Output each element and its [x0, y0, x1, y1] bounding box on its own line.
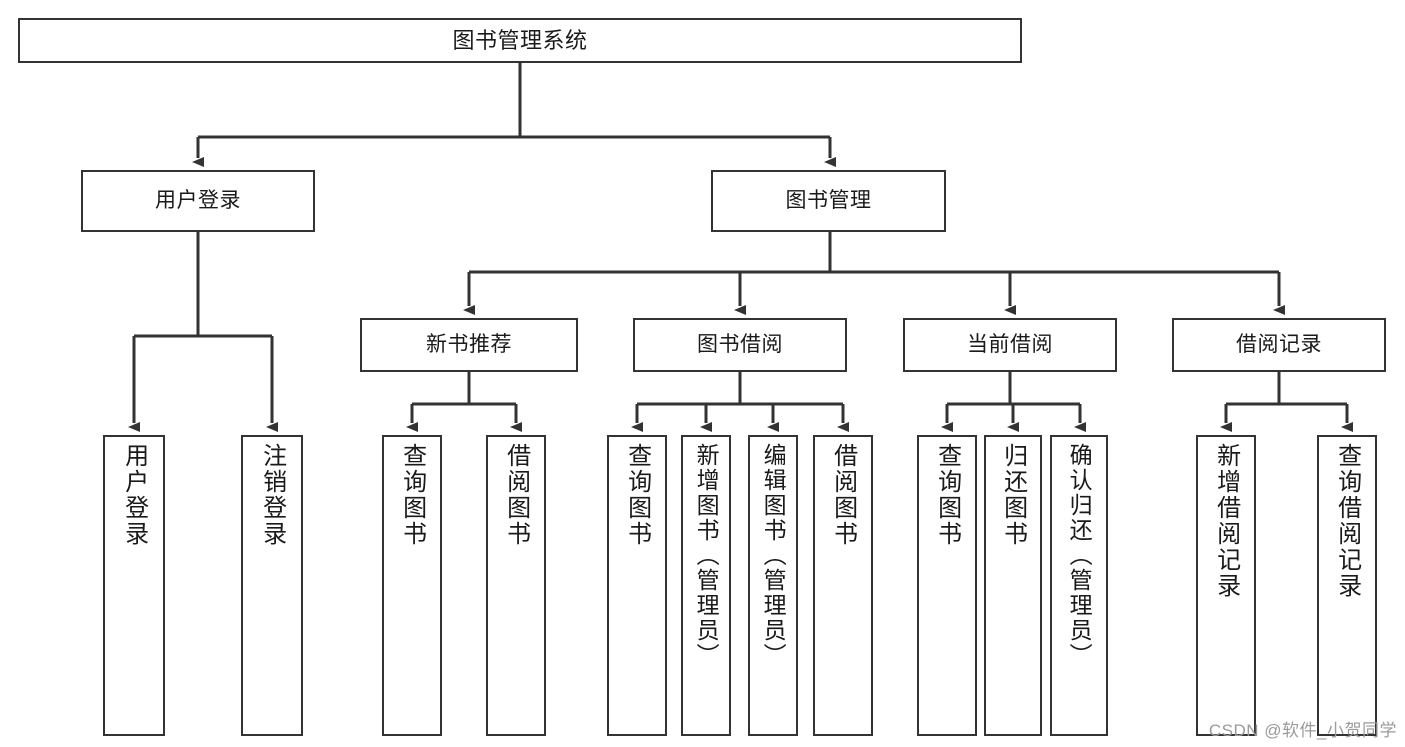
leaf-label: 新增借阅记录	[1212, 443, 1240, 599]
leaf-query-borrow-record[interactable]: 查询借阅记录	[1317, 435, 1377, 736]
node-book-management[interactable]: 图书管理	[711, 170, 946, 232]
leaf-add-borrow-record[interactable]: 新增借阅记录	[1196, 435, 1256, 736]
node-book-borrow[interactable]: 图书借阅	[633, 318, 847, 372]
node-label: 新书推荐	[426, 332, 512, 356]
node-label: 图书借阅	[697, 332, 783, 356]
leaf-label: 查询图书	[398, 443, 426, 547]
leaf-label: 查询图书	[623, 443, 651, 547]
node-label: 借阅记录	[1236, 332, 1322, 356]
node-user-login[interactable]: 用户登录	[81, 170, 315, 232]
leaf-label: 借阅图书	[502, 443, 530, 547]
leaf-label: 用户登录	[120, 443, 148, 547]
leaf-borrow-book[interactable]: 借阅图书	[813, 435, 873, 736]
node-label: 当前借阅	[967, 332, 1053, 356]
node-label: 图书管理	[785, 188, 872, 212]
leaf-label: 编辑图书（管理员）	[760, 443, 787, 668]
leaf-add-book-admin[interactable]: 新增图书（管理员）	[681, 435, 731, 736]
leaf-query-book-recommend[interactable]: 查询图书	[382, 435, 442, 736]
leaf-label: 查询图书	[933, 443, 961, 547]
node-label: 用户登录	[155, 188, 241, 212]
leaf-query-book[interactable]: 查询图书	[607, 435, 667, 736]
csdn-watermark: CSDN @软件_小贺同学	[1208, 721, 1397, 740]
node-current-borrow[interactable]: 当前借阅	[903, 318, 1117, 372]
node-root[interactable]: 图书管理系统	[18, 18, 1022, 63]
leaf-edit-book-admin[interactable]: 编辑图书（管理员）	[748, 435, 798, 736]
leaf-borrow-book-recommend[interactable]: 借阅图书	[486, 435, 546, 736]
leaf-label: 确认归还（管理员）	[1066, 443, 1093, 668]
node-root-label: 图书管理系统	[452, 27, 588, 53]
leaf-label: 新增图书（管理员）	[693, 443, 720, 668]
node-borrow-record[interactable]: 借阅记录	[1172, 318, 1386, 372]
leaf-user-login[interactable]: 用户登录	[103, 435, 165, 736]
leaf-return-book[interactable]: 归还图书	[984, 435, 1042, 736]
leaf-label: 归还图书	[999, 443, 1027, 547]
node-new-book-recommend[interactable]: 新书推荐	[360, 318, 578, 372]
leaf-query-book-current[interactable]: 查询图书	[917, 435, 977, 736]
leaf-confirm-return-admin[interactable]: 确认归还（管理员）	[1050, 435, 1108, 736]
leaf-label: 查询借阅记录	[1333, 443, 1361, 599]
leaf-label: 注销登录	[258, 443, 286, 547]
leaf-logout[interactable]: 注销登录	[241, 435, 303, 736]
leaf-label: 借阅图书	[829, 443, 857, 547]
